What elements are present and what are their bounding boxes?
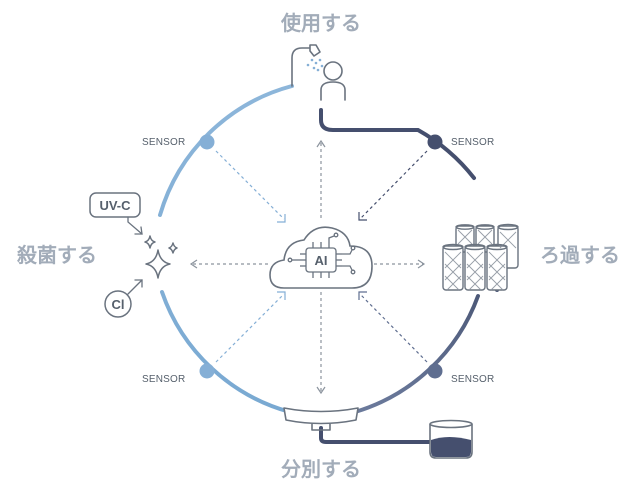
- water-drops-icon: [306, 58, 324, 72]
- uv-c-badge: UV-C: [89, 192, 141, 218]
- link-top-right-arrowhead: [358, 212, 367, 221]
- separator-basin-icon: [283, 407, 359, 431]
- sensor-label-top-left: SENSOR: [142, 137, 185, 148]
- step-label-use: 使用する: [280, 11, 361, 35]
- sensor-node-bottom-right: [427, 363, 443, 379]
- link-top-left: [215, 150, 285, 220]
- sensor-label-top-right: SENSOR: [451, 137, 494, 148]
- cycle-arc-right: [319, 108, 476, 180]
- link-bottom-left: [215, 293, 285, 363]
- uv-c-arrow: [127, 216, 143, 235]
- storage-tank-icon: [429, 419, 473, 459]
- shower-person-icon: [291, 44, 346, 101]
- sensor-links: [215, 150, 428, 363]
- sensor-label-bottom-left: SENSOR: [142, 374, 185, 385]
- outlet-pipe: [319, 426, 432, 444]
- sensor-node-top-left: [199, 134, 215, 150]
- link-top-left-arrowhead: [277, 214, 286, 223]
- uv-c-label: UV-C: [99, 198, 131, 213]
- link-bottom-left-arrowhead: [277, 291, 286, 300]
- chlorine-badge: Cl: [104, 290, 132, 318]
- step-label-filter: ろ過する: [540, 243, 620, 267]
- chlorine-label: Cl: [112, 297, 125, 312]
- step-label-sterilize: 殺菌する: [16, 243, 97, 267]
- link-bottom-right: [359, 293, 428, 363]
- ai-chip-icon: [287, 232, 356, 278]
- link-top-right: [359, 150, 428, 220]
- control-arrows: [189, 139, 426, 395]
- chlorine-arrow: [127, 279, 143, 295]
- sensor-label-bottom-right: SENSOR: [451, 374, 494, 385]
- sensor-node-bottom-left: [199, 363, 215, 379]
- sensor-node-top-right: [427, 134, 443, 150]
- link-bottom-right-arrowhead: [358, 291, 367, 300]
- ai-label: AI: [315, 253, 328, 268]
- sterilization-sparkle-icon: [144, 235, 178, 279]
- filter-cartridges-icon: [442, 223, 519, 291]
- cycle-arc-left: [158, 84, 294, 414]
- step-label-sort: 分別する: [281, 457, 361, 480]
